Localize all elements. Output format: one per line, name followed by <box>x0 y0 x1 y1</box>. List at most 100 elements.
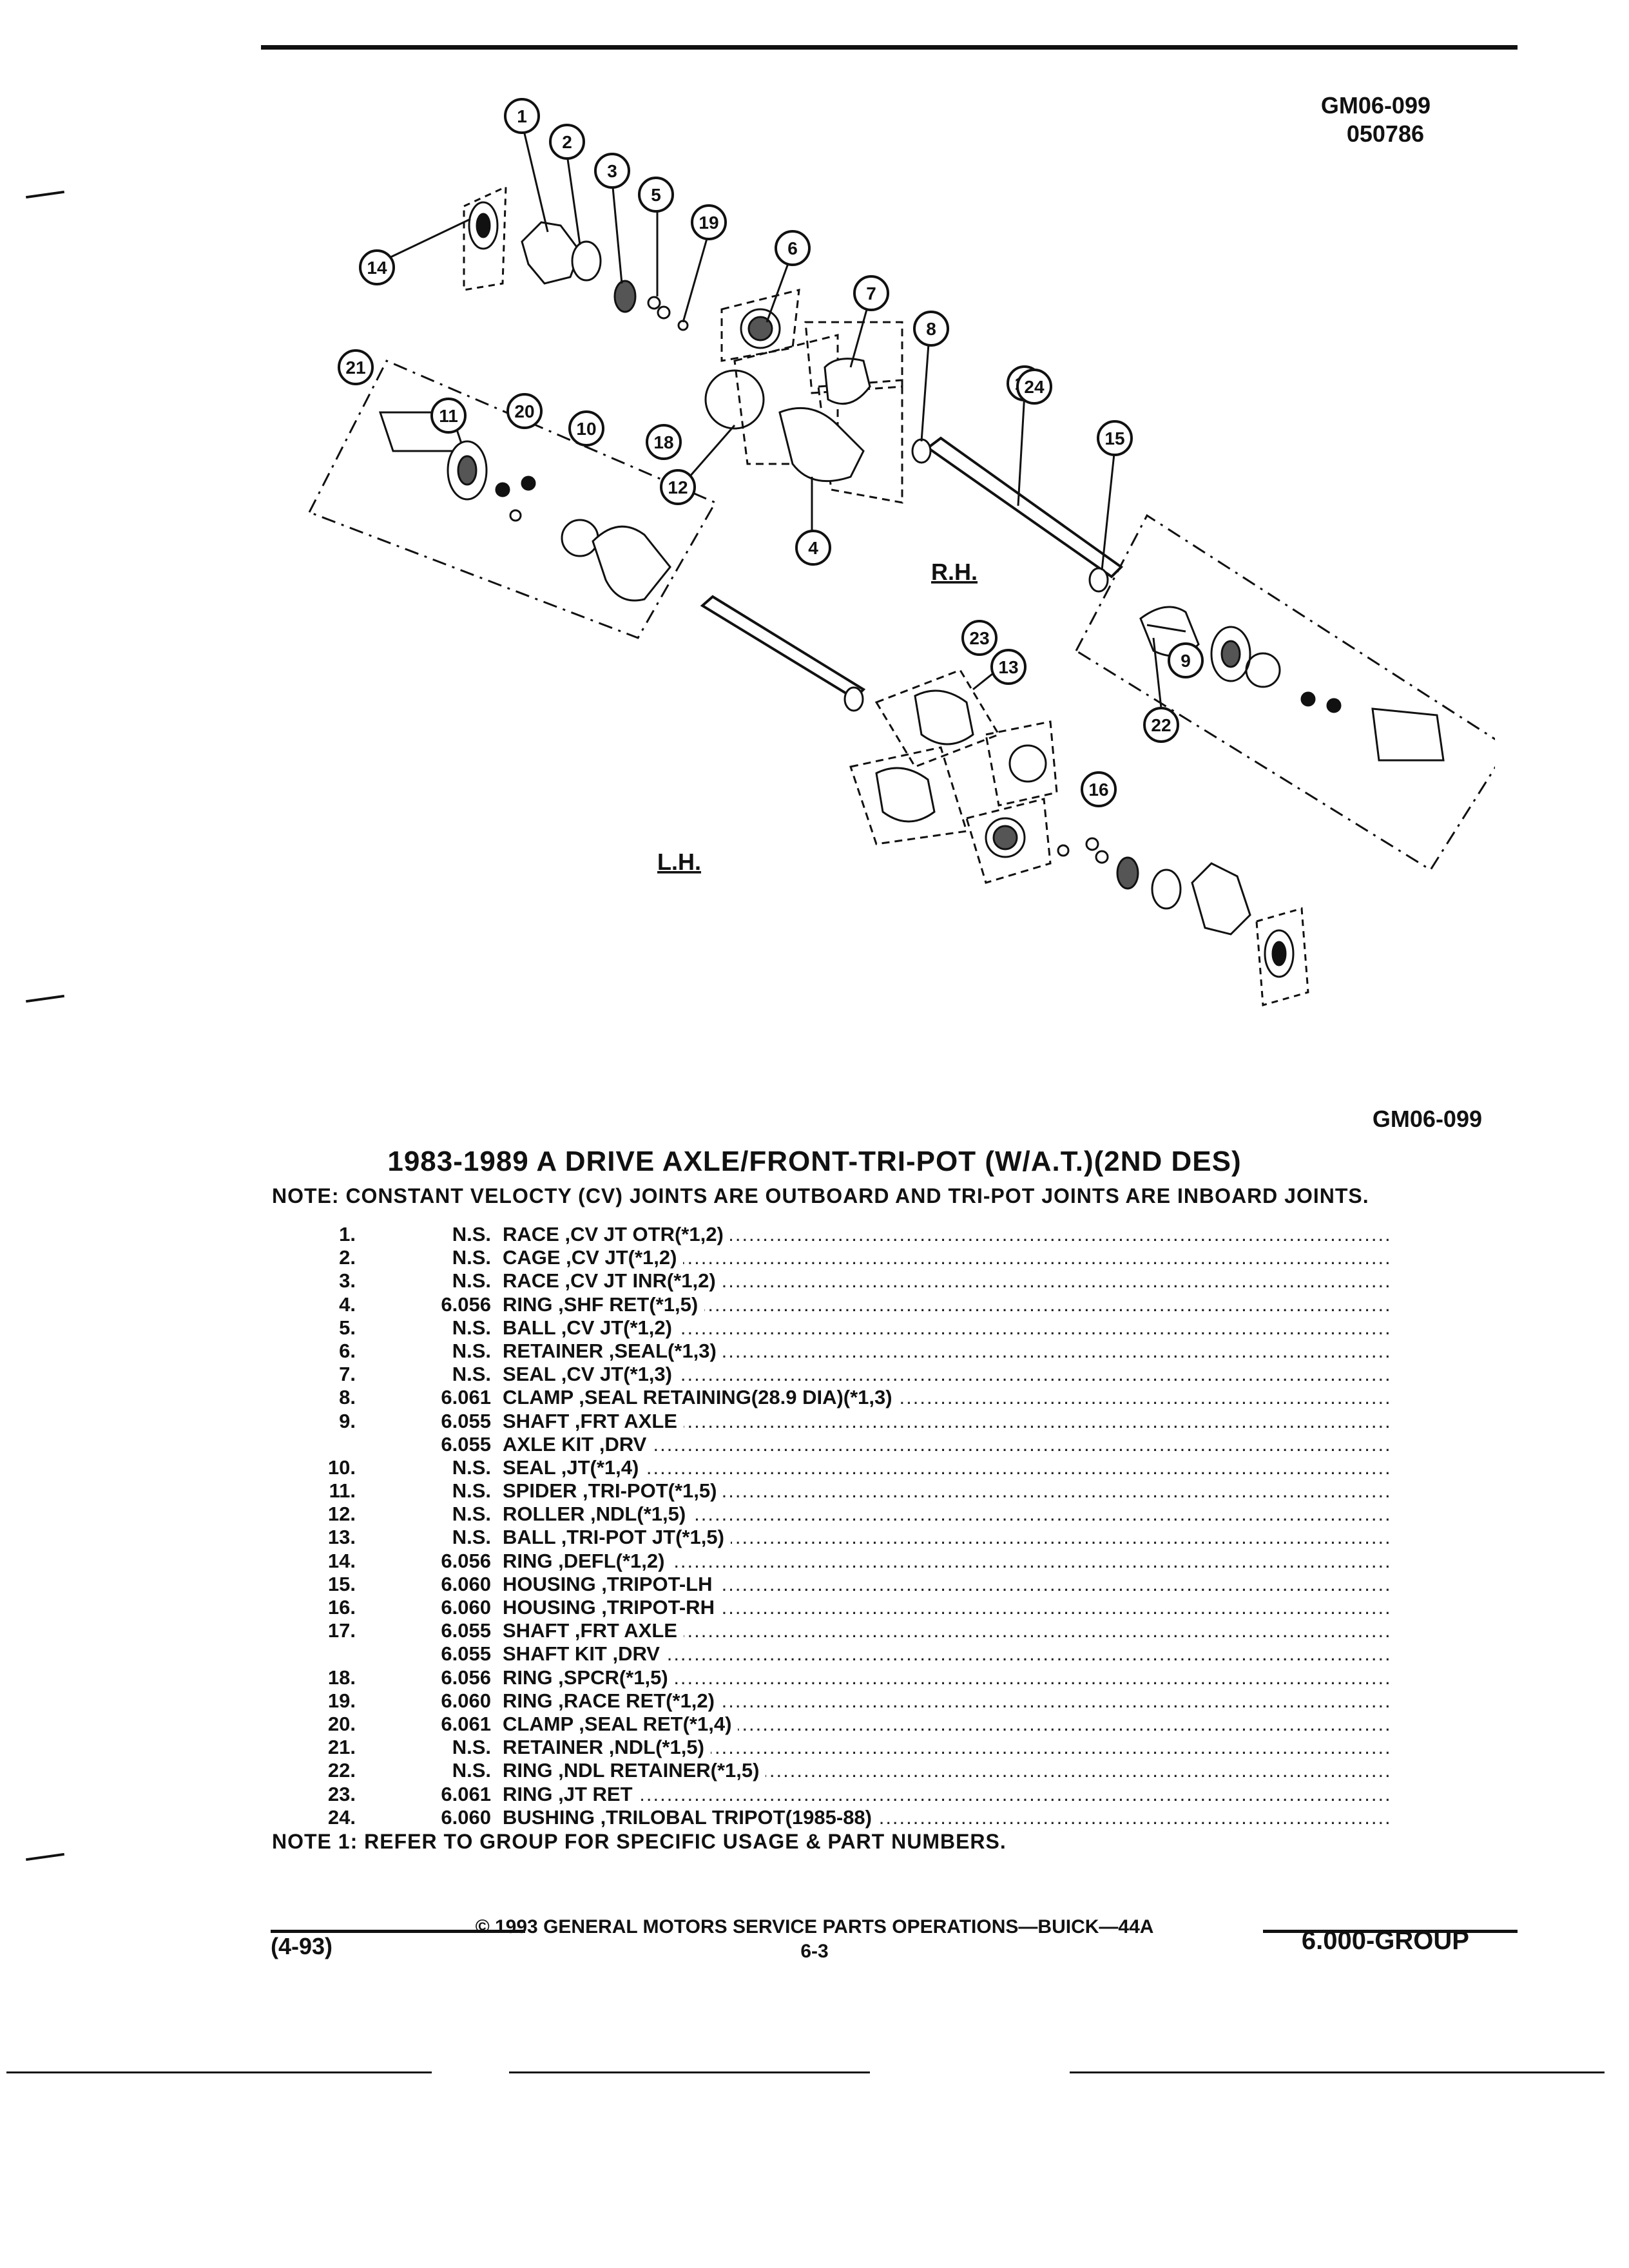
callout-label: 3 <box>607 161 617 181</box>
margin-mark <box>26 1852 64 1861</box>
callout-circle <box>1097 420 1133 456</box>
part-group: N.S. <box>452 1456 491 1479</box>
part-sketch <box>1300 691 1316 707</box>
group-outline <box>463 185 507 291</box>
callout-label: 23 <box>969 628 989 648</box>
part-description: RING ,NDL RETAINER(*1,5) <box>503 1759 766 1782</box>
part-sketch <box>914 689 974 745</box>
part-description-cell: ........................................… <box>503 1269 1392 1293</box>
part-number: 14. <box>327 1549 356 1572</box>
part-description: ROLLER ,NDL(*1,5) <box>503 1503 693 1526</box>
part-row: 13.N.S..................................… <box>309 1526 1392 1549</box>
copyright-line: © 1993 GENERAL MOTORS SERVICE PARTS OPER… <box>475 1916 1154 1937</box>
part-sketch <box>1116 856 1139 890</box>
part-description: HOUSING ,TRIPOT-LH <box>503 1572 719 1595</box>
part-group: 6.061 <box>441 1782 491 1805</box>
callout-3: 3 <box>594 153 630 189</box>
callout-circle <box>549 124 585 160</box>
callout-label: 16 <box>1088 780 1108 800</box>
part-group: 6.056 <box>441 1549 491 1572</box>
callout-label: 9 <box>1181 651 1191 671</box>
figure-code-bottom: GM06-099 <box>1372 1106 1482 1132</box>
part-group: 6.055 <box>441 1642 491 1666</box>
part-row: 10.N.S..................................… <box>309 1456 1392 1479</box>
callout-label: 15 <box>1104 428 1124 448</box>
part-number: 19. <box>327 1689 356 1712</box>
part-description: RACE ,CV JT INR(*1,2) <box>503 1269 722 1293</box>
callout-5: 5 <box>638 177 674 213</box>
part-number: 20. <box>327 1712 356 1735</box>
part-description: HOUSING ,TRIPOT-RH <box>503 1596 721 1619</box>
part-number: 1. <box>339 1223 356 1245</box>
callout-label: 20 <box>514 401 534 421</box>
part-description: BALL ,TRI-POT JT(*1,5) <box>503 1526 731 1549</box>
callout-circle <box>795 530 831 566</box>
leader-line <box>682 231 710 323</box>
part-row: 11.N.S..................................… <box>309 1479 1392 1503</box>
part-sketch <box>1085 837 1099 851</box>
part-number: 6. <box>339 1339 356 1362</box>
part-description-cell: ........................................… <box>503 1596 1392 1619</box>
part-description: RACE ,CV JT OTR(*1,2) <box>503 1223 730 1245</box>
part-number: 17. <box>327 1619 356 1642</box>
figure-code: GM06-099 <box>1320 92 1431 119</box>
part-description-cell: ........................................… <box>503 1619 1392 1642</box>
part-group: N.S. <box>452 1526 491 1549</box>
part-row: 24.6.060................................… <box>309 1805 1392 1829</box>
part-row: 18.6.056................................… <box>309 1666 1392 1689</box>
part-row: 22.N.S..................................… <box>309 1759 1392 1782</box>
leader-line <box>849 302 870 368</box>
part-sketch <box>778 407 865 483</box>
part-description-cell: ........................................… <box>503 1666 1392 1689</box>
callout-label: 19 <box>699 213 718 233</box>
part-group: N.S. <box>452 1736 491 1759</box>
leader-dots: ........................................… <box>503 1782 1392 1805</box>
part-sketch <box>1245 652 1281 688</box>
callout-label: 6 <box>787 238 798 258</box>
callout-12: 12 <box>660 469 696 505</box>
top-rule <box>261 45 1518 50</box>
part-group: 6.055 <box>441 1432 491 1456</box>
callout-circle <box>853 275 889 311</box>
callout-circle <box>338 349 374 385</box>
part-sketch <box>1191 862 1251 936</box>
part-description: RING ,DEFL(*1,2) <box>503 1549 671 1572</box>
usage-note: NOTE 1: REFER TO GROUP FOR SPECIFIC USAG… <box>272 1830 1007 1853</box>
group-outline <box>1075 514 1495 872</box>
part-sketch <box>1271 941 1287 966</box>
callout-circle <box>990 649 1027 685</box>
part-description-cell: ........................................… <box>503 1432 1392 1456</box>
part-group: N.S. <box>452 1363 491 1386</box>
part-sketch <box>509 509 522 522</box>
scan-line <box>1070 2071 1605 2073</box>
part-group: 6.060 <box>441 1596 491 1619</box>
callout-18: 18 <box>646 424 682 460</box>
figure-date: 050786 <box>1346 120 1424 147</box>
callout-circle <box>506 393 543 429</box>
leader-line <box>523 130 549 233</box>
leader-line <box>611 180 623 284</box>
callout-label: 18 <box>653 432 673 452</box>
callout-13: 13 <box>990 649 1027 685</box>
callout-14: 14 <box>359 249 395 285</box>
part-sketch <box>1371 707 1445 762</box>
callout-23: 23 <box>961 620 998 656</box>
page-title: 1983-1989 A DRIVE AXLE/FRONT-TRI-POT (W/… <box>387 1146 1242 1177</box>
part-description-cell: ........................................… <box>503 1246 1392 1269</box>
part-row: 12.N.S..................................… <box>309 1503 1392 1526</box>
part-sketch <box>911 438 932 464</box>
callout-circle <box>660 469 696 505</box>
part-row: 6.055...................................… <box>309 1432 1392 1456</box>
callout-circle <box>568 410 604 447</box>
part-row: 16.6.060................................… <box>309 1596 1392 1619</box>
callout-circle <box>594 153 630 189</box>
part-description: AXLE KIT ,DRV <box>503 1432 653 1456</box>
callout-16: 16 <box>1081 771 1117 807</box>
part-description-cell: ........................................… <box>503 1386 1392 1409</box>
part-group: 6.056 <box>441 1293 491 1316</box>
part-row: 20.6.061................................… <box>309 1712 1392 1736</box>
margin-mark <box>26 190 64 199</box>
part-row: 21.N.S..................................… <box>309 1736 1392 1759</box>
part-group: N.S. <box>452 1246 491 1269</box>
part-sketch <box>843 686 864 712</box>
